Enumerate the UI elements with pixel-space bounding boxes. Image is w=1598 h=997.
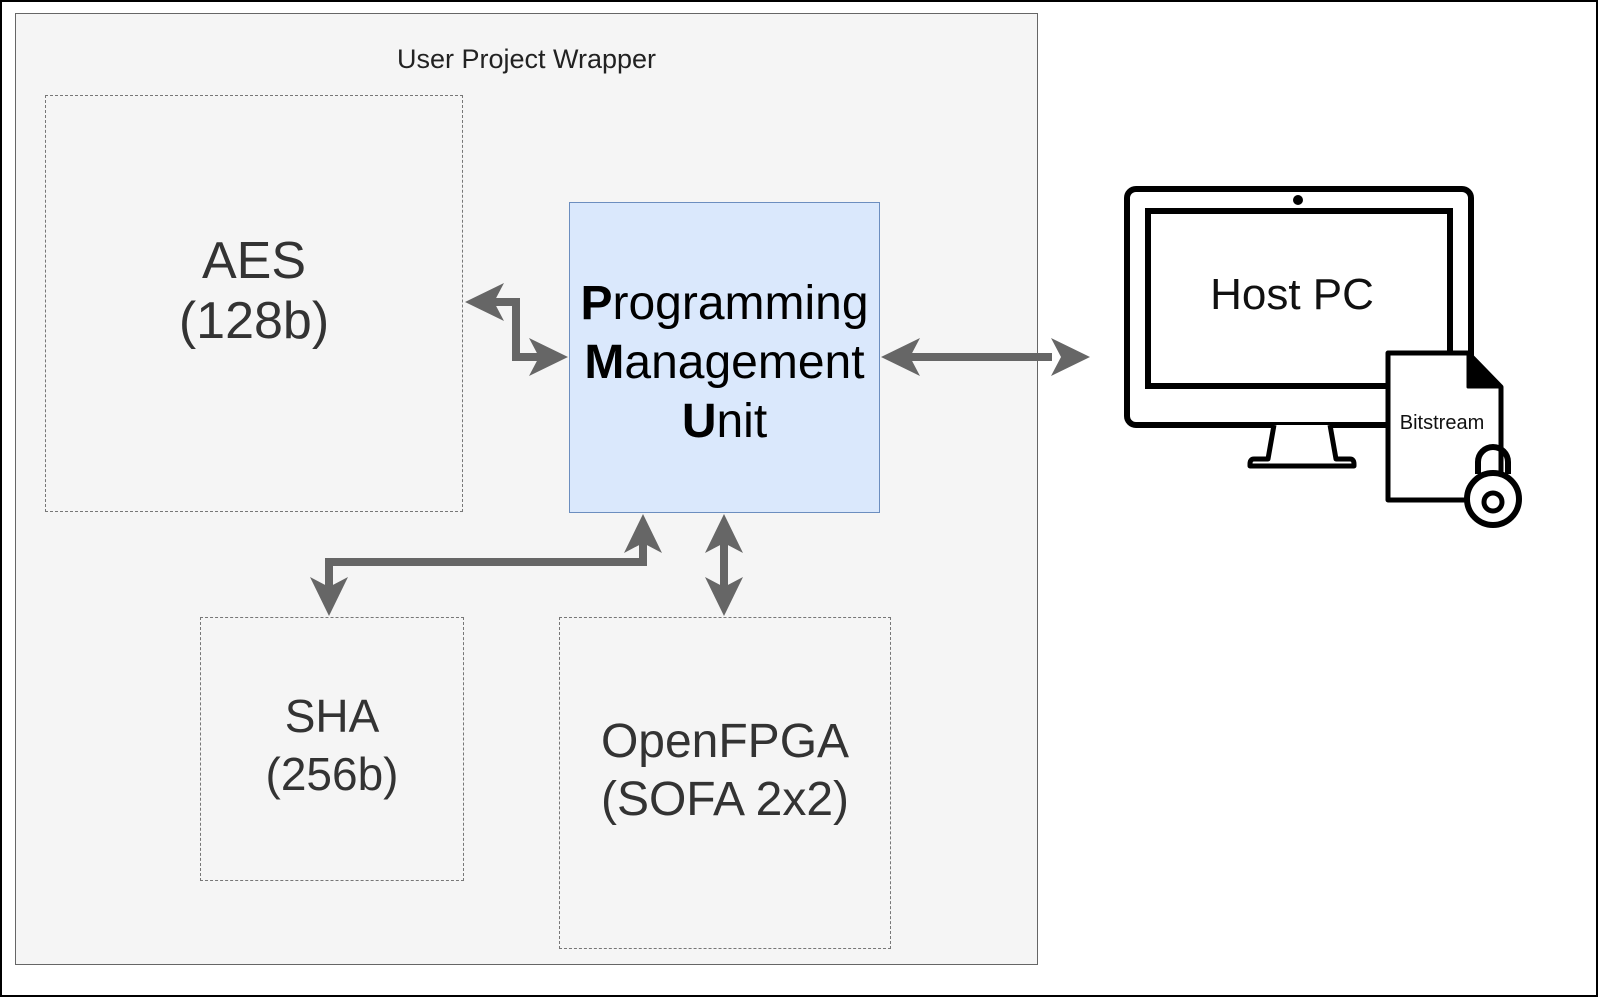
pmu-left-arrowhead — [529, 338, 568, 376]
sha-arrowhead — [310, 577, 348, 616]
host-pc-label: Host PC — [1210, 270, 1374, 319]
aes-arrowhead — [465, 283, 504, 321]
pmu-bottom-left-arrowhead — [624, 514, 662, 553]
aes-block: AES (128b) — [45, 95, 463, 512]
bitstream-file-icon — [1385, 350, 1504, 503]
openfpga-arrowhead — [705, 577, 743, 616]
lock-icon — [1464, 444, 1522, 528]
aes-label: AES — [201, 231, 307, 290]
bitstream-label: Bitstream — [1399, 412, 1485, 434]
sha-label: SHA — [284, 690, 380, 742]
host-arrowhead — [1051, 338, 1090, 376]
openfpga-block: OpenFPGA (SOFA 2x2) — [559, 617, 891, 949]
pmu-line-1: Programming — [580, 277, 869, 330]
openfpga-label: OpenFPGA — [600, 715, 850, 768]
sha-size-label: (256b) — [265, 748, 399, 800]
aes-pmu-connector — [490, 298, 540, 361]
openfpga-config-label: (SOFA 2x2) — [600, 773, 850, 826]
pmu-line-2: Management — [584, 336, 865, 389]
sha-block: SHA (256b) — [200, 617, 464, 881]
pmu-sha-connector — [325, 540, 647, 594]
pmu-line-3: Unit — [681, 395, 768, 448]
aes-size-label: (128b) — [178, 291, 330, 350]
wrapper-title: User Project Wrapper — [396, 44, 657, 74]
pmu-right-arrowhead — [881, 338, 920, 376]
programming-management-unit-block: Programming Management Unit — [569, 202, 880, 513]
pmu-bottom-right-arrowhead — [705, 514, 743, 553]
